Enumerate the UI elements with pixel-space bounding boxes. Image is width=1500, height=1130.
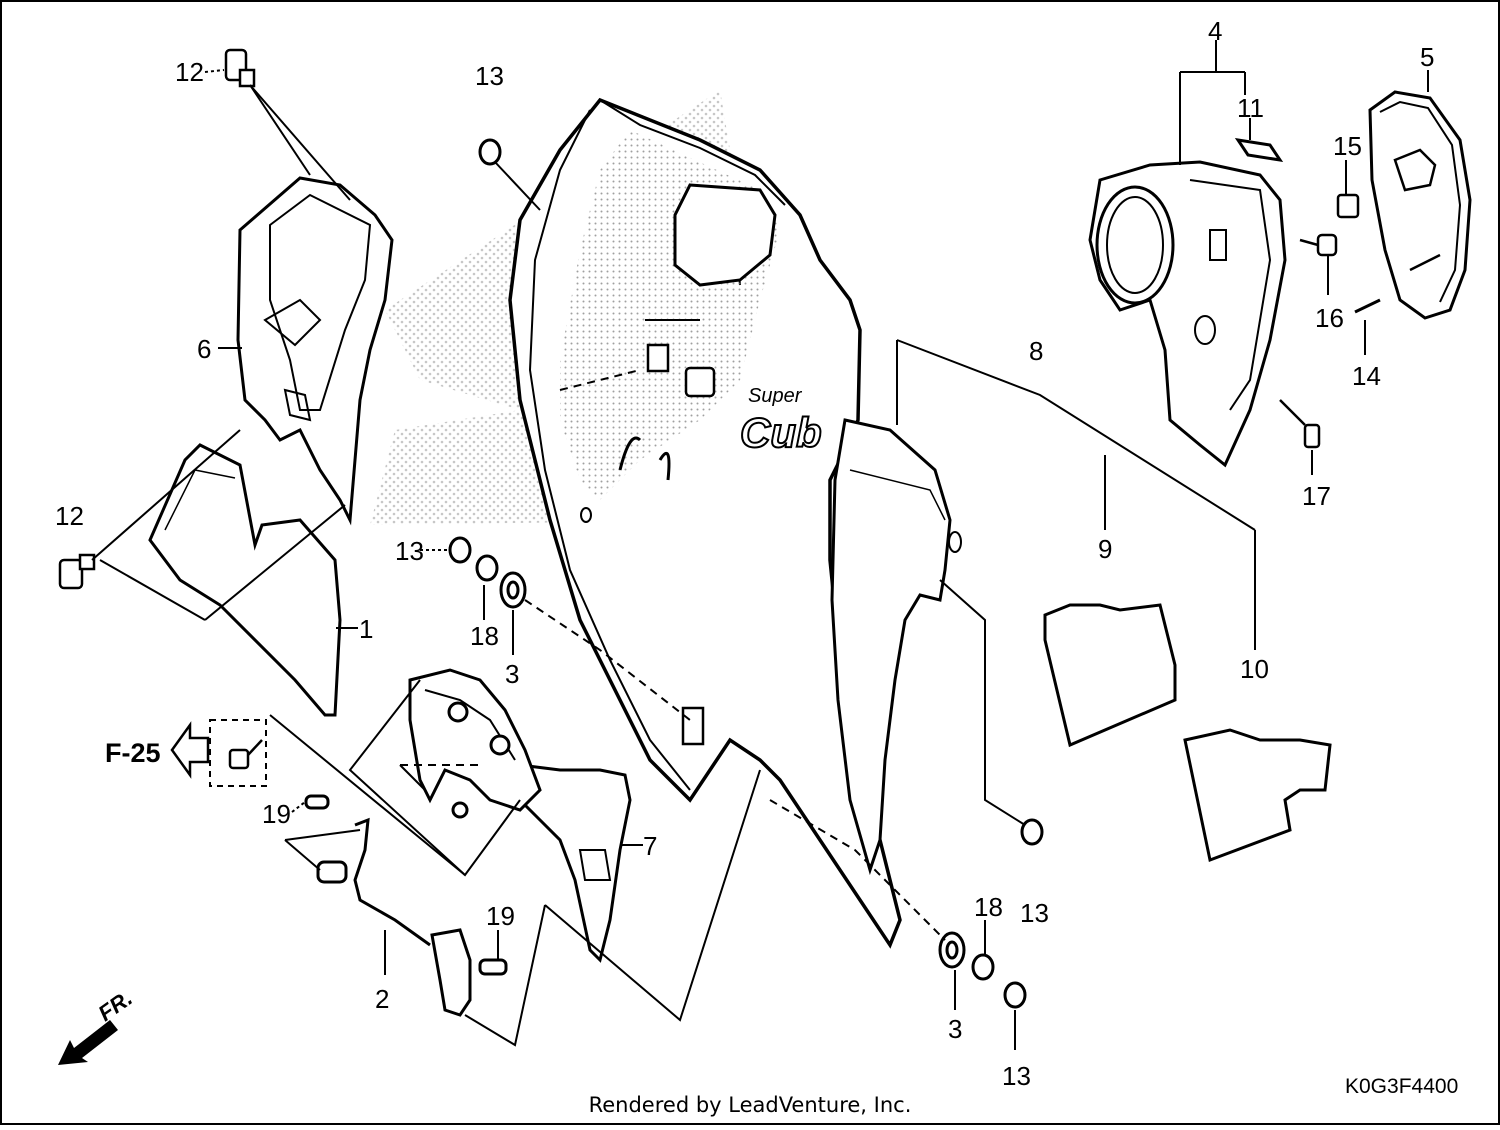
part-10-pad — [1183, 728, 1332, 863]
inner-fender — [830, 418, 962, 876]
callout-13-mid[interactable]: 13 — [395, 536, 424, 566]
callout-2[interactable]: 2 — [375, 984, 389, 1014]
callout-17[interactable]: 17 — [1302, 481, 1331, 511]
bracket-assembly — [408, 668, 542, 819]
callout-5[interactable]: 5 — [1420, 42, 1434, 72]
super-logo: Super — [748, 385, 803, 407]
callout-6[interactable]: 6 — [197, 334, 211, 364]
callout-18-upper[interactable]: 18 — [470, 621, 499, 651]
front-arrow-icon — [58, 1020, 118, 1065]
callout-labels: 12 6 12 1 13 13 18 3 4 5 11 15 16 14 17 … — [55, 16, 1458, 1098]
page-reference-f25[interactable]: F-25 — [105, 738, 161, 768]
callout-3-upper[interactable]: 3 — [505, 659, 519, 689]
diagram-code: K0G3F4400 — [1345, 1075, 1458, 1098]
cub-logo: Cub — [740, 409, 822, 456]
main-leg-shield: Super Cub — [508, 97, 902, 949]
callout-15[interactable]: 15 — [1333, 131, 1362, 161]
callout-13-top[interactable]: 13 — [475, 61, 504, 91]
part-5-lid — [1368, 90, 1472, 320]
part-6-inner-cover — [236, 176, 394, 526]
part-9-pad — [1043, 603, 1177, 748]
callout-12-top[interactable]: 12 — [175, 57, 204, 87]
callout-4[interactable]: 4 — [1208, 16, 1222, 46]
credit-line: Rendered by LeadVenture, Inc. — [588, 1093, 912, 1117]
f25-screw-box — [209, 719, 267, 787]
part-2-latch — [304, 794, 508, 1017]
callout-7[interactable]: 7 — [643, 831, 657, 861]
leader-lines — [91, 40, 1429, 1050]
callout-18-lower[interactable]: 18 — [974, 892, 1003, 922]
callout-14[interactable]: 14 — [1352, 361, 1381, 391]
part-7-lower-cover — [518, 763, 632, 963]
callout-3-lower[interactable]: 3 — [948, 1014, 962, 1044]
callout-19-lower[interactable]: 19 — [486, 901, 515, 931]
part-12-screws — [58, 48, 256, 590]
callout-12-left[interactable]: 12 — [55, 501, 84, 531]
callout-9[interactable]: 9 — [1098, 534, 1112, 564]
callout-13-bottom[interactable]: 13 — [1002, 1061, 1031, 1091]
callout-11[interactable]: 11 — [1237, 93, 1264, 123]
part-4-glovebox — [1088, 160, 1287, 468]
f25-arrow-icon — [170, 721, 210, 779]
callout-1[interactable]: 1 — [359, 614, 373, 644]
callout-16[interactable]: 16 — [1315, 303, 1344, 333]
callout-10[interactable]: 10 — [1240, 654, 1269, 684]
part-11-pad — [1234, 137, 1284, 163]
callout-19-upper[interactable]: 19 — [262, 799, 291, 829]
small-fasteners — [1279, 193, 1381, 449]
grommets-washers — [448, 138, 1044, 1009]
callout-13-right[interactable]: 13 — [1020, 898, 1049, 928]
callout-8[interactable]: 8 — [1029, 336, 1043, 366]
